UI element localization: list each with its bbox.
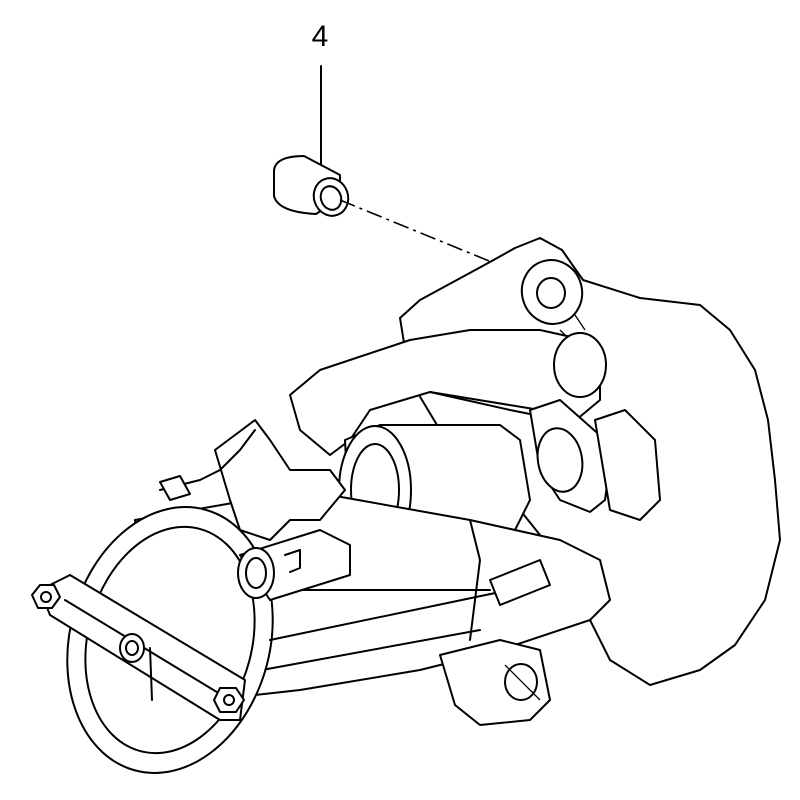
through-bolt-top [31, 584, 61, 609]
lower-mounting-ear [439, 639, 551, 726]
brace-clip [489, 559, 551, 606]
brace-rod [269, 591, 501, 641]
wire-connector [237, 529, 351, 601]
callout-number-4: 4 [311, 20, 329, 53]
wire-clip [159, 475, 191, 501]
terminal-bracket [529, 399, 661, 521]
terminal-strap [214, 419, 346, 541]
through-bolt-bottom [213, 687, 245, 713]
bushing-sleeve [273, 155, 350, 217]
field-wire [159, 429, 256, 491]
